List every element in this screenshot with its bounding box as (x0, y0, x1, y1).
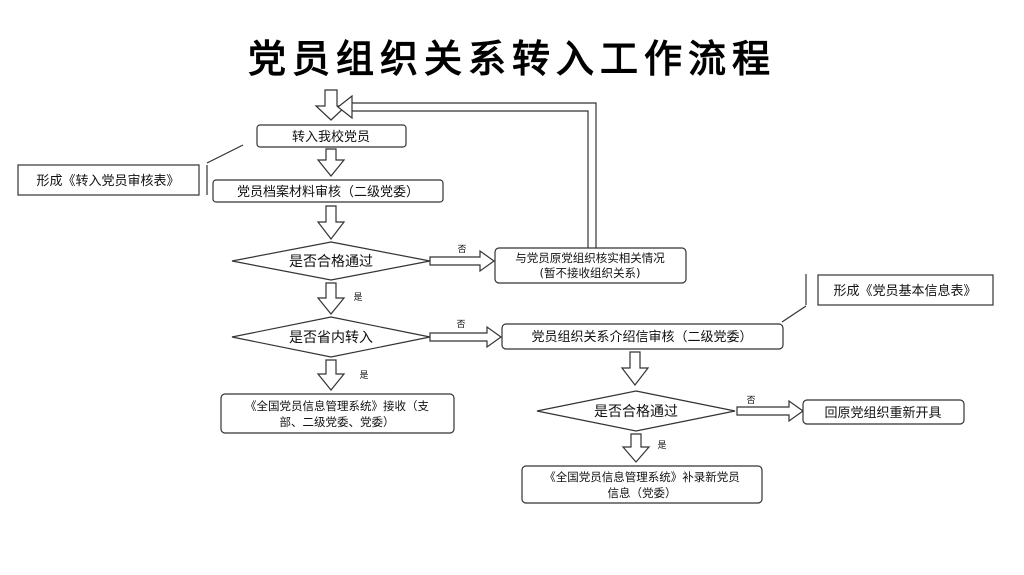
node-verify-original-org-line2: (暂不接收组织关系) (540, 266, 641, 280)
edge-label-yes-3: 是 (657, 440, 666, 451)
arrow-start-down (314, 89, 348, 121)
arrow-r2-d3 (620, 351, 650, 386)
node-system-supplement-line1: 《全国党员信息管理系统》补录新党员 (544, 470, 740, 484)
edge-label-no-2: 否 (456, 319, 465, 330)
loopback-arrowhead (337, 94, 353, 120)
node-archive-review (212, 179, 444, 203)
note2-connector (781, 305, 807, 323)
decision-qualified-1 (231, 241, 431, 281)
arrow-d2-yes (316, 359, 346, 391)
edge-label-yes-2: 是 (359, 370, 368, 381)
decision-qualified-2 (536, 390, 736, 432)
edge-label-no-1: 否 (457, 244, 466, 255)
note1-connector (206, 144, 244, 164)
edge-label-no-3: 否 (746, 395, 755, 406)
arrow-d3-yes (621, 433, 651, 463)
note-member-basic-info-form (817, 274, 994, 306)
arrow-d1-no (429, 249, 496, 273)
node-system-supplement-line2: 信息（党委） (608, 486, 677, 500)
node-archive-review-label: 党员档案材料审核（二级党委） (237, 185, 419, 200)
arrow-n2-d1 (316, 205, 346, 240)
note-transfer-review-form-label: 形成《转入党员审核表》 (36, 174, 179, 189)
node-system-receive (220, 393, 455, 434)
loopback-line-inner (352, 110, 589, 248)
page-title: 党员组织关系转入工作流程 (248, 36, 776, 81)
note-member-basic-info-form-label: 形成《党员基本信息表》 (833, 283, 976, 299)
node-verify-original-org (494, 247, 687, 284)
node-system-receive-line1: 《全国党员信息管理系统》接收（支 (245, 399, 429, 413)
node-reissue-original-org-label: 回原党组织重新开具 (824, 405, 941, 421)
node-intro-letter-review (501, 323, 784, 350)
decision-in-province-label: 是否省内转入 (289, 330, 373, 346)
node-transfer-in-member (256, 124, 407, 148)
decision-qualified-1-label: 是否合格通过 (289, 254, 373, 270)
node-system-supplement (521, 465, 763, 504)
node-intro-letter-review-label: 党员组织关系介绍信审核（二级党委） (531, 330, 752, 345)
note-transfer-review-form (17, 164, 200, 196)
decision-in-province (231, 316, 431, 358)
decision-qualified-2-label: 是否合格通过 (594, 404, 678, 420)
arrow-d3-no (736, 399, 805, 423)
arrow-n1-n2 (316, 148, 346, 177)
node-transfer-in-member-label: 转入我校党员 (292, 129, 370, 145)
arrow-d1-yes (316, 282, 346, 315)
arrow-d2-no (429, 325, 503, 349)
edge-label-yes-1: 是 (353, 292, 362, 303)
loopback-line-outer (352, 102, 597, 248)
node-system-receive-line2: 部、二级党委、党委） (280, 415, 395, 429)
node-reissue-original-org (802, 399, 965, 425)
node-verify-original-org-line1: 与党员原党组织核实相关情况 (515, 251, 665, 265)
